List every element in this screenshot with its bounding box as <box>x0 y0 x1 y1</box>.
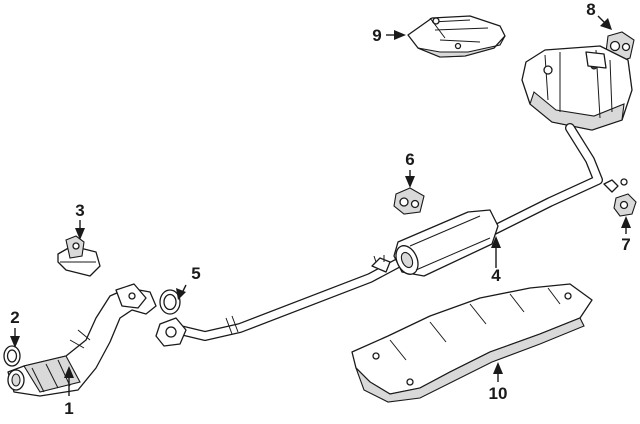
callout-label-1: 1 <box>64 399 73 418</box>
rear-muffler <box>521 45 633 131</box>
callout-label-2: 2 <box>10 308 19 327</box>
callout-label-3: 3 <box>75 201 84 220</box>
callout-label-6: 6 <box>405 150 414 169</box>
exhaust-flange-gasket <box>159 289 181 315</box>
callout-label-8: 8 <box>586 0 595 19</box>
exhaust-pipe-assembly <box>175 123 603 341</box>
rear-pipe-hanger-bracket <box>603 178 628 193</box>
callout-label-4: 4 <box>491 266 501 285</box>
front-exhaust-pipe-catalytic-converter <box>7 283 157 397</box>
rubber-hanger-insulator-center <box>393 187 425 215</box>
lower-heat-shield <box>351 283 593 403</box>
exhaust-support-bracket <box>57 235 101 277</box>
callout-label-5: 5 <box>191 264 200 283</box>
manifold-gasket <box>3 345 21 367</box>
front-pipe-flange <box>155 317 187 347</box>
callout-label-10: 10 <box>489 384 508 403</box>
callout-label-7: 7 <box>621 235 630 254</box>
callout-label-9: 9 <box>372 26 381 45</box>
pipe-hanger-bracket <box>371 255 391 273</box>
callout-leaders <box>10 15 631 396</box>
center-resonator <box>393 209 499 277</box>
rubber-hanger-insulator-rear <box>613 193 637 217</box>
upper-heat-shield <box>407 15 506 58</box>
